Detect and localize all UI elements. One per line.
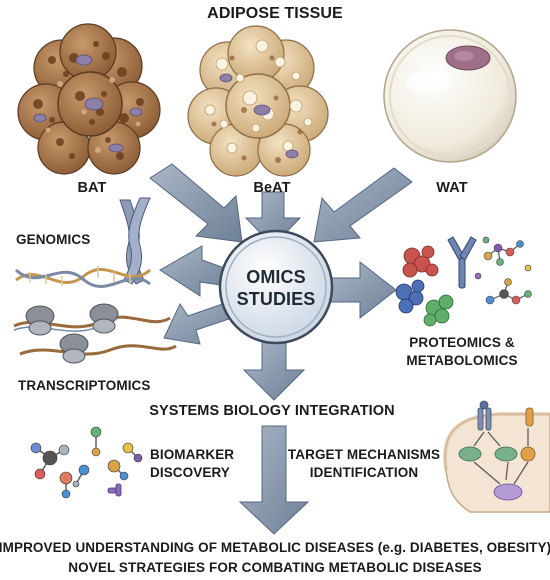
biomarker-molecules-icon: [30, 426, 143, 499]
target-mechanisms-label: TARGET MECHANISMS IDENTIFICATION: [288, 446, 440, 482]
target-label-line1: TARGET MECHANISMS: [287, 447, 441, 462]
arrow-bat-to-hub: [149, 163, 243, 243]
conclusion-text: IMPROVED UNDERSTANDING OF METABOLIC DISE…: [0, 538, 550, 578]
hub-label: OMICS STUDIES: [237, 266, 316, 310]
diagram-title: ADIPOSE TISSUE: [207, 5, 343, 22]
transcriptomics-label: TRANSCRIPTOMICS: [18, 378, 151, 393]
cell-signaling-icon: [443, 400, 550, 513]
wat-label: WAT: [436, 180, 468, 196]
ribosome-mrna-icon: [13, 303, 177, 364]
beat-label: BeAT: [253, 180, 291, 196]
proteomics-label-line1: PROTEOMICS &: [409, 335, 515, 350]
biomarker-label-line2: DISCOVERY: [150, 465, 230, 480]
dna-helix-icon: [14, 266, 152, 288]
hub-label-line2: STUDIES: [236, 289, 316, 309]
omics-hub: [218, 229, 334, 345]
biomarker-label-line1: BIOMARKER: [150, 447, 235, 462]
proteins-molecules-icon: [395, 236, 532, 327]
genomics-label: GENOMICS: [16, 232, 91, 247]
hub-label-line1: OMICS: [246, 267, 306, 287]
proteomics-label-line2: METABOLOMICS: [406, 353, 518, 368]
arrow-hub-to-proteomics: [329, 260, 397, 320]
beat-cell-cluster: [187, 25, 329, 177]
wat-cell: [383, 29, 517, 163]
arrows: [149, 163, 413, 535]
biomarker-discovery-label: BIOMARKER DISCOVERY: [150, 446, 234, 482]
target-label-line2: IDENTIFICATION: [309, 465, 419, 480]
systems-biology-label: SYSTEMS BIOLOGY INTEGRATION: [149, 403, 395, 419]
chromosome-icon: [119, 197, 151, 285]
arrow-wat-to-hub: [313, 167, 413, 243]
proteomics-metabolomics-label: PROTEOMICS & METABOLOMICS: [406, 334, 517, 370]
conclusion-line1: IMPROVED UNDERSTANDING OF METABOLIC DISE…: [0, 540, 550, 555]
bat-label: BAT: [77, 180, 107, 196]
arrow-hub-to-integration: [242, 341, 306, 401]
bat-cell-cluster: [17, 23, 161, 175]
conclusion-line2: NOVEL STRATEGIES FOR COMBATING METABOLIC…: [68, 560, 482, 575]
arrow-to-conclusion: [238, 425, 310, 535]
